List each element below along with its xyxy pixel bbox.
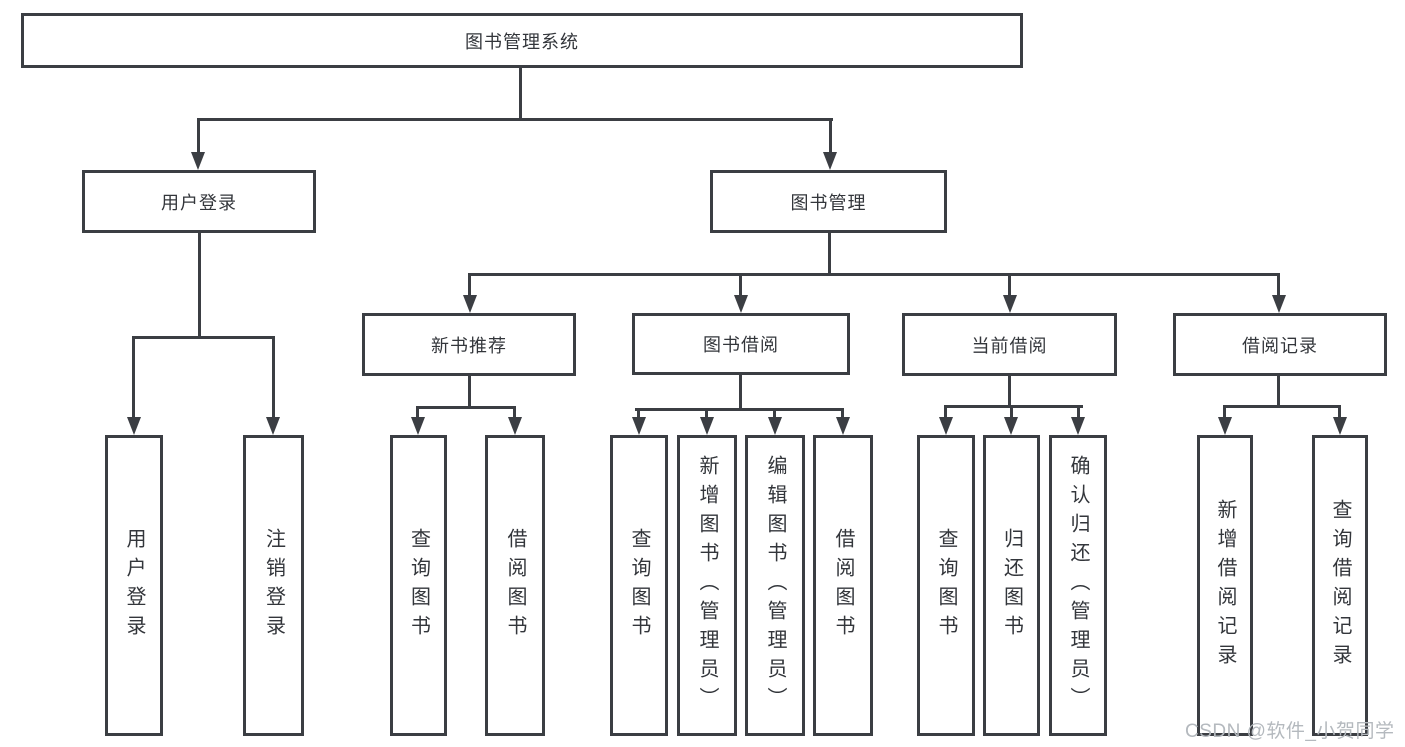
connector-line — [468, 273, 471, 297]
arrowhead-down-icon — [700, 417, 714, 435]
connector-line — [198, 233, 201, 338]
leaf-return-books: 归还图书 — [983, 435, 1040, 736]
arrowhead-down-icon — [1003, 295, 1017, 313]
watermark: CSDN @软件_小贺同学 — [1185, 721, 1395, 742]
arrowhead-down-icon — [836, 417, 850, 435]
connector-line — [1008, 273, 1011, 297]
node-label: 借阅记录 — [1242, 335, 1318, 356]
connector-line — [513, 406, 516, 420]
leaf-user-login: 用户登录 — [105, 435, 163, 736]
connector-line — [637, 408, 640, 419]
connector-line — [944, 405, 947, 419]
leaf-label: 查询图书 — [407, 527, 430, 644]
connector-line — [944, 405, 1083, 408]
connector-line — [197, 118, 833, 121]
leaf-query-books-current: 查询图书 — [917, 435, 975, 736]
arrowhead-down-icon — [127, 417, 141, 435]
leaf-label: 查询图书 — [935, 527, 957, 644]
leaf-borrow-books-recommendation: 借阅图书 — [485, 435, 545, 736]
node-label: 用户登录 — [161, 192, 237, 213]
connector-line — [828, 233, 831, 276]
connector-line — [1223, 405, 1226, 419]
connector-line — [635, 408, 844, 411]
node-new-book-recommendation: 新书推荐 — [362, 313, 576, 376]
leaf-label: 用户登录 — [123, 527, 145, 644]
connector-line — [1008, 376, 1011, 407]
leaf-label: 注销登录 — [262, 527, 285, 644]
arrowhead-down-icon — [823, 152, 837, 170]
leaf-add-borrow-record: 新增借阅记录 — [1197, 435, 1253, 736]
arrowhead-down-icon — [1218, 417, 1232, 435]
node-borrowing-records: 借阅记录 — [1173, 313, 1387, 376]
connector-line — [468, 376, 471, 408]
leaf-label: 新增图书（管理员） — [696, 455, 718, 716]
arrowhead-down-icon — [463, 295, 477, 313]
connector-line — [468, 273, 1280, 276]
leaf-label: 编辑图书（管理员） — [764, 455, 786, 716]
leaf-label: 新增借阅记录 — [1214, 498, 1236, 673]
arrowhead-down-icon — [1333, 417, 1347, 435]
leaf-query-borrow-record: 查询借阅记录 — [1312, 435, 1368, 736]
arrowhead-down-icon — [411, 417, 425, 435]
arrowhead-down-icon — [191, 152, 205, 170]
leaf-label: 确认归还（管理员） — [1067, 455, 1089, 716]
arrowhead-down-icon — [1272, 295, 1286, 313]
connector-line — [1277, 273, 1280, 297]
connector-line — [416, 406, 419, 420]
node-label: 图书借阅 — [703, 335, 779, 355]
arrowhead-down-icon — [1004, 417, 1018, 435]
leaf-query-books-recommendation: 查询图书 — [390, 435, 447, 736]
leaf-add-books-admin: 新增图书（管理员） — [677, 435, 737, 736]
leaf-label: 借阅图书 — [832, 527, 854, 644]
connector-line — [1223, 405, 1341, 408]
node-book-management: 图书管理 — [710, 170, 947, 233]
leaf-confirm-return-admin: 确认归还（管理员） — [1049, 435, 1107, 736]
leaf-label: 借阅图书 — [504, 527, 526, 644]
connector-line — [416, 406, 516, 409]
arrowhead-down-icon — [1071, 417, 1085, 435]
connector-line — [1010, 405, 1013, 419]
node-library-management-system: 图书管理系统 — [21, 13, 1023, 68]
connector-line — [1338, 405, 1341, 419]
node-label: 当前借阅 — [971, 335, 1048, 356]
connector-line — [132, 336, 135, 419]
arrowhead-down-icon — [939, 417, 953, 435]
connector-line — [739, 375, 742, 410]
arrowhead-down-icon — [734, 295, 748, 313]
node-label: 新书推荐 — [431, 335, 507, 356]
connector-line — [1277, 376, 1280, 407]
node-book-borrowing: 图书借阅 — [632, 313, 850, 375]
arrowhead-down-icon — [508, 417, 522, 435]
node-label: 图书管理系统 — [465, 31, 579, 52]
leaf-label: 归还图书 — [1000, 527, 1023, 644]
arrowhead-down-icon — [768, 417, 782, 435]
leaf-label: 查询图书 — [628, 527, 650, 644]
connector-line — [739, 273, 742, 297]
connector-line — [1077, 405, 1080, 419]
leaf-logout: 注销登录 — [243, 435, 304, 736]
connector-line — [829, 118, 832, 154]
arrowhead-down-icon — [632, 417, 646, 435]
connector-line — [841, 408, 844, 419]
connector-line — [197, 118, 200, 154]
connector-line — [519, 68, 522, 118]
connector-line — [705, 408, 708, 419]
leaf-borrow-books: 借阅图书 — [813, 435, 873, 736]
node-user-login: 用户登录 — [82, 170, 316, 233]
node-current-borrowing: 当前借阅 — [902, 313, 1117, 376]
node-label: 图书管理 — [790, 192, 867, 213]
leaf-label: 查询借阅记录 — [1329, 498, 1351, 673]
leaf-query-books-borrowing: 查询图书 — [610, 435, 668, 736]
connector-line — [272, 336, 275, 419]
leaf-edit-books-admin: 编辑图书（管理员） — [745, 435, 805, 736]
arrowhead-down-icon — [266, 417, 280, 435]
connector-line — [132, 336, 275, 339]
connector-line — [773, 408, 776, 419]
